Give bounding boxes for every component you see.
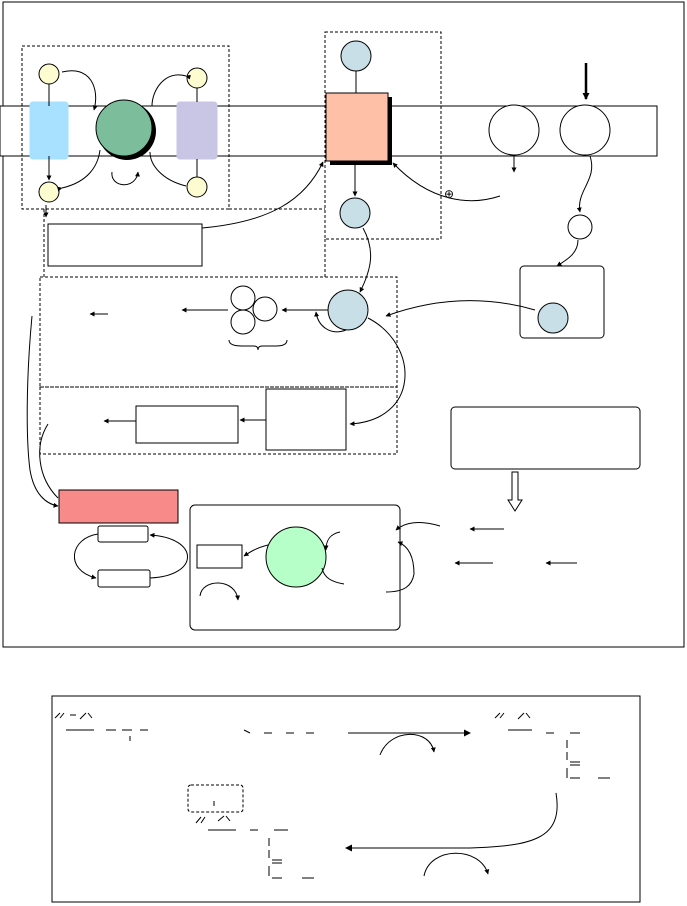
enzyme-green-circle [265, 526, 327, 588]
incoming-curve-top [395, 522, 441, 531]
structure-fragment-left [54, 712, 148, 741]
info-box-right [450, 406, 641, 470]
receptor-region-dashed [324, 31, 442, 240]
ion-circle-top-left [38, 63, 60, 85]
central-curl-arrow [314, 311, 347, 333]
incoming-curve-mid [397, 541, 415, 575]
ligand-circle-top [340, 40, 372, 72]
effector-circle [339, 197, 371, 229]
structure-fragment-right [494, 712, 610, 779]
channel-2-to-small-circle [576, 155, 593, 213]
nuclear-region-dashed [39, 386, 398, 455]
central-to-nuclear-arrow [349, 317, 406, 427]
cycle-arrow-left [74, 533, 99, 580]
reaction-return-cofactor [423, 852, 490, 877]
arrow-labelbox-to-receptor [201, 161, 324, 229]
signal-region-dashed [39, 276, 398, 388]
cluster-circle-top [230, 285, 256, 311]
ion-circle-top-right [186, 67, 208, 89]
enzyme-curl-bottom [321, 567, 345, 585]
ion-circle-bottom-right [186, 176, 208, 198]
small-circle-right [567, 214, 593, 240]
channel-circle-1 [488, 104, 540, 156]
curve-arrow-right-bottom [149, 151, 187, 187]
reaction-panel-frame [51, 695, 641, 903]
curve-arrow-under-pump [111, 171, 140, 186]
curve-arrow-left-bottom [57, 149, 101, 192]
ion-circle-bottom-left [38, 181, 60, 203]
cluster-circle-bottom [230, 309, 256, 335]
red-target-box [58, 489, 179, 524]
transporter-lavender [176, 101, 218, 160]
reaction-return-curve [469, 792, 558, 849]
top-panel-frame [2, 1, 685, 648]
curve-arrow-right-top [151, 74, 192, 107]
inner-box-curve [199, 582, 241, 601]
right-compartment-circle [537, 302, 569, 334]
incoming-curve-bottom [385, 573, 415, 593]
gene-box-right [265, 388, 347, 451]
enzyme-curl-top [323, 531, 341, 551]
receptor-salmon [325, 92, 389, 162]
cycle-arrow-right [149, 532, 188, 579]
small-box-upper [97, 525, 149, 543]
inner-small-box [196, 544, 243, 569]
central-messenger-circle [327, 289, 369, 331]
small-circle-to-box [556, 239, 579, 267]
reaction-cofactor-curve [379, 733, 436, 756]
small-box-lower [97, 569, 151, 588]
structure-fragment-mid [243, 729, 314, 734]
transporter-blue [29, 101, 69, 160]
cluster-brace [228, 339, 288, 351]
compartment-to-central-arrow [385, 300, 536, 317]
plus-symbol: ⊕ [444, 187, 454, 201]
cluster-circle-right [252, 296, 278, 322]
enzyme-to-inner-box-arrow [243, 544, 269, 557]
left-long-curve-1 [26, 315, 59, 508]
gene-product-box [135, 405, 239, 444]
hollow-down-arrow [507, 471, 523, 512]
dashed-enzyme-box [187, 784, 244, 813]
effector-to-central-arrow [359, 227, 372, 293]
label-box-transporter [47, 223, 203, 267]
pump-green [95, 99, 153, 157]
left-long-curve-2 [39, 423, 59, 499]
curve-arrow-left-top [61, 70, 98, 111]
channel-circle-2 [559, 104, 611, 156]
structure-fragment-bottom [195, 815, 314, 879]
feedback-arrow-receptor [392, 162, 501, 202]
